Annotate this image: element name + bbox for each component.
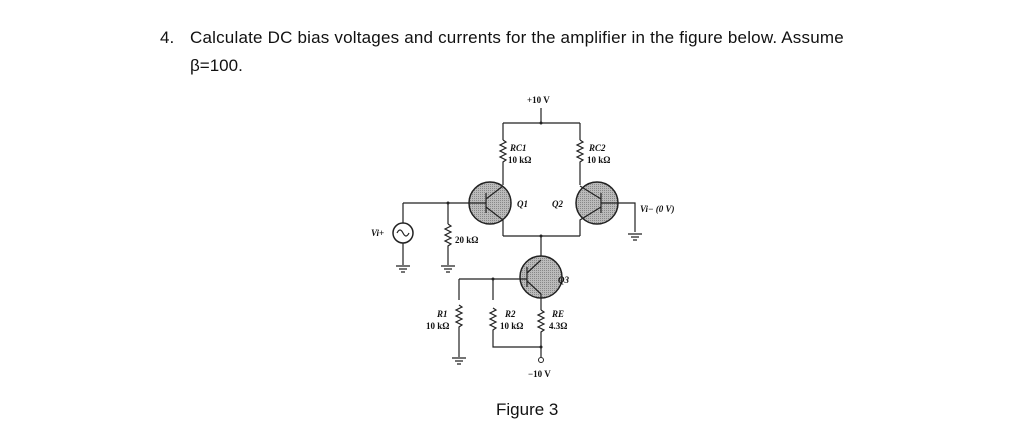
rc2-resistor [575,139,585,185]
rc1-resistor [498,139,508,185]
ground-icon [452,357,466,365]
rc2-name: RC2 [588,143,606,153]
r2-resistor [488,307,541,348]
rb-resistor [443,223,453,265]
rc1-name: RC1 [509,143,527,153]
vi-minus-label: Vi− (0 V) [640,204,674,214]
question-text: Calculate DC bias voltages and currents … [190,28,844,47]
rb-value: 20 kΩ [455,235,478,245]
r1-value: 10 kΩ [426,321,449,331]
q2-label: Q2 [552,199,563,209]
vee-terminal [538,357,544,363]
r1-resistor [454,304,464,357]
q3-transistor [519,255,563,299]
vee-label: −10 V [528,369,551,379]
re-name: RE [551,309,564,319]
rc2-value: 10 kΩ [587,155,610,165]
vcc-label: +10 V [527,95,550,105]
re-resistor [536,309,546,357]
r2-name: R2 [504,309,516,319]
q1-label: Q1 [517,199,528,209]
re-value: 4.3Ω [549,321,567,331]
ground-icon [441,265,455,273]
ground-icon [396,265,410,273]
ground-icon [628,233,642,241]
rc1-value: 10 kΩ [508,155,531,165]
question-assumption: β=100. [190,56,243,75]
vi-plus-label: Vi+ [371,228,384,238]
r2-value: 10 kΩ [500,321,523,331]
q3-label: Q3 [558,275,569,285]
question-number: 4. [160,28,175,47]
figure-caption: Figure 3 [496,400,559,419]
r1-name: R1 [436,309,448,319]
